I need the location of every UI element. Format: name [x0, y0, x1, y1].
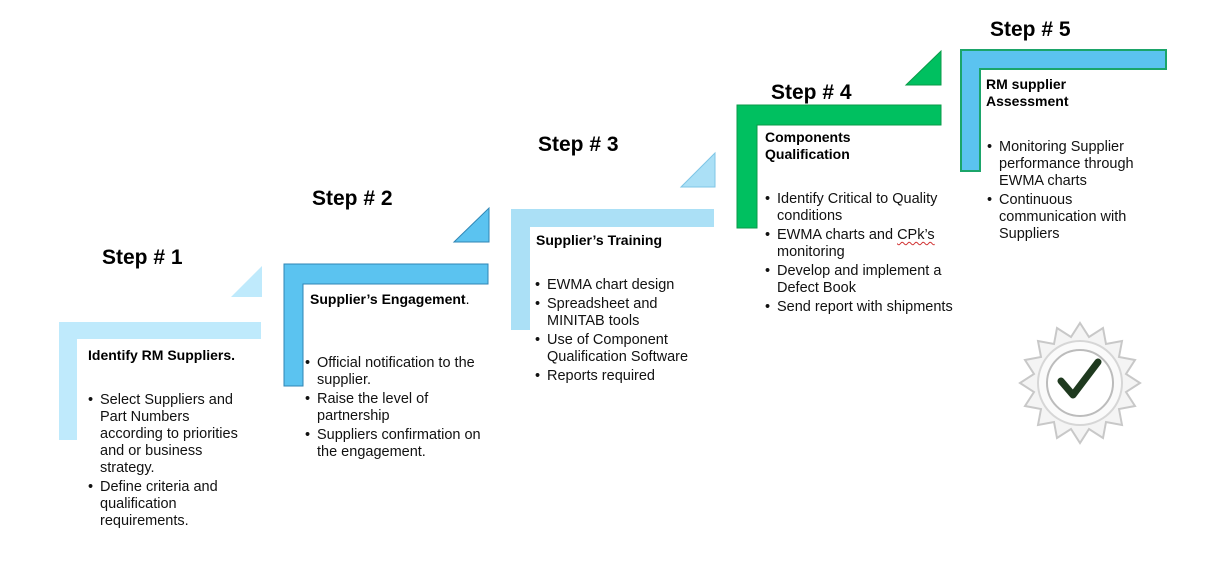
step-2-bullets: Official notification to the supplier. R… [305, 355, 500, 463]
step-2-arrow-tip [452, 206, 490, 243]
step-3-bullets: EWMA chart design Spreadsheet and MINITA… [535, 277, 715, 387]
step-1-bracket [59, 322, 261, 440]
step-2-bracket [283, 263, 489, 387]
step-5-bullets: Monitoring Supplier performance through … [987, 139, 1157, 245]
step-1-bullet: Select Suppliers and Part Numbers accord… [88, 392, 256, 477]
step-3-bracket [511, 209, 714, 330]
checkmark-seal-icon [1018, 321, 1142, 445]
step-1-bullet: Define criteria and qualification requir… [88, 479, 256, 530]
step-5-bracket [960, 49, 1167, 172]
step-4-bullet: Send report with shipments [765, 299, 965, 316]
step-2-bullet: Raise the level of partnership [305, 391, 500, 425]
step-1-bullets: Select Suppliers and Part Numbers accord… [88, 392, 256, 532]
step-3-arrow-tip [679, 151, 716, 188]
step-1-heading: Step # 1 [102, 246, 183, 269]
step-5-heading: Step # 5 [990, 18, 1071, 41]
step-4-bullets: Identify Critical to Quality conditions … [765, 191, 965, 318]
step-2-heading: Step # 2 [312, 187, 393, 210]
step-3-bullet: EWMA chart design [535, 277, 715, 294]
step-3-bullet: Reports required [535, 368, 715, 385]
step-4-bracket [736, 104, 942, 229]
step-3-bullet: Spreadsheet and MINITAB tools [535, 296, 715, 330]
step-2-title: Supplier’s Engagement. [310, 288, 485, 310]
step-4-bullet: EWMA charts and CPk’s monitoring [765, 227, 965, 261]
spellcheck-flagged-word: CPk’s [897, 227, 935, 243]
step-2-bullet: Suppliers confirmation on the engagement… [305, 427, 500, 461]
step-2-title-suffix: . [465, 291, 470, 307]
step-4-bullet-tail: monitoring [777, 244, 845, 260]
step-5-bullet: Monitoring Supplier performance through … [987, 139, 1157, 190]
step-4-bullet-text: EWMA charts and [777, 227, 898, 243]
step-2-bullet: Official notification to the supplier. [305, 355, 500, 389]
step-4-heading: Step # 4 [771, 81, 852, 104]
step-5-title: RM supplier Assessment [986, 76, 1069, 109]
step-3-bullet: Use of Component Qualification Software [535, 332, 715, 366]
step-4-title: Components Qualification [765, 129, 851, 162]
step-4-arrow-tip [904, 49, 942, 86]
step-2-title-main: Supplier’s Engagement [310, 291, 466, 307]
step-4-bullet: Develop and implement a Defect Book [765, 263, 965, 297]
step-1-arrow-tip [231, 266, 262, 297]
step-5-bullet: Continuous communication with Suppliers [987, 192, 1157, 243]
step-3-heading: Step # 3 [538, 133, 619, 156]
step-1-title: Identify RM Suppliers. [88, 347, 236, 363]
step-4-bullet: Identify Critical to Quality conditions [765, 191, 965, 225]
step-3-title: Supplier’s Training [536, 232, 663, 248]
